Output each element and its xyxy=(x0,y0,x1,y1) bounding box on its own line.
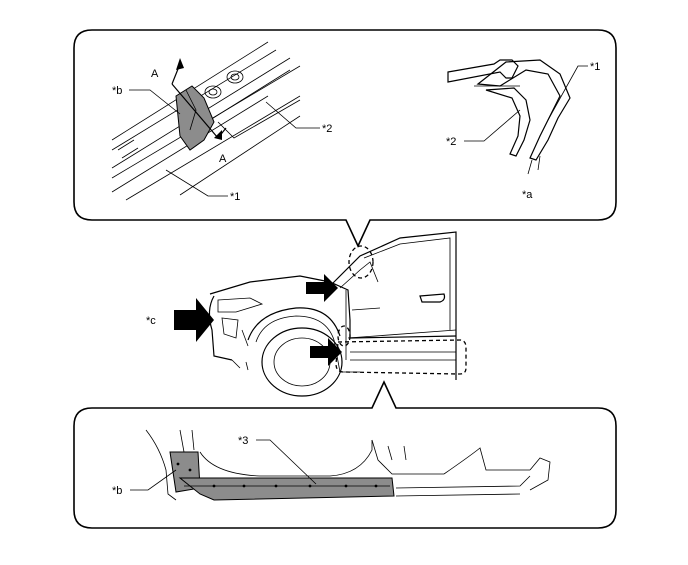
leader-2-right xyxy=(464,109,521,142)
bottom-detail-panel: *3 *b xyxy=(73,380,617,529)
door-handle xyxy=(419,293,446,303)
bottom-callout-frame xyxy=(73,380,617,529)
callout-a: *a xyxy=(522,189,533,201)
side-sill-detail xyxy=(145,429,551,501)
section-a-a-detail xyxy=(447,59,571,175)
section-line xyxy=(171,83,219,139)
callout-2-top-right: *2 xyxy=(446,136,456,148)
callout-2-top-left: *2 xyxy=(322,123,332,135)
callout-1-top-left: *1 xyxy=(230,191,240,203)
highlight-rocker xyxy=(335,339,467,375)
part-b-patch xyxy=(175,85,215,151)
callout-b-bottom: *b xyxy=(112,485,122,497)
front-wheel xyxy=(261,327,343,397)
section-arrow-bottom xyxy=(214,130,222,140)
leader-3 xyxy=(256,439,317,485)
view-arrow-rocker xyxy=(310,338,342,366)
section-label-bottom: A xyxy=(219,153,227,165)
view-arrow-c xyxy=(174,298,214,342)
callout-1-top-right: *1 xyxy=(590,61,600,73)
callout-3: *3 xyxy=(238,435,248,447)
callout-c: *c xyxy=(146,315,156,327)
leader-1-left xyxy=(165,169,228,197)
top-callout-frame xyxy=(73,29,617,248)
vehicle-front-view xyxy=(174,231,467,397)
view-arrow-pillar xyxy=(306,274,338,302)
callout-b-top: *b xyxy=(112,85,122,97)
section-label-top: A xyxy=(151,68,159,80)
highlight-pillar xyxy=(348,245,374,279)
leader-1-right xyxy=(547,65,588,121)
headlamp xyxy=(217,297,264,313)
top-detail-panel: A A *b *2 *1 *1 *2 *a xyxy=(73,29,617,248)
outer-panel xyxy=(476,59,571,161)
pillar-rail-detail xyxy=(111,41,301,201)
part-3-reinforcement xyxy=(178,477,395,501)
glass-edge xyxy=(447,59,519,83)
front-fascia xyxy=(208,295,233,361)
bolt-hole xyxy=(226,70,244,84)
leader-2-left xyxy=(265,101,320,129)
bolt-hole xyxy=(204,85,222,99)
inner-panel xyxy=(485,87,531,157)
door-outline xyxy=(329,231,457,380)
leader-b-bottom xyxy=(130,469,177,491)
wheel-arch xyxy=(247,307,341,341)
leader-b-top xyxy=(129,89,181,115)
